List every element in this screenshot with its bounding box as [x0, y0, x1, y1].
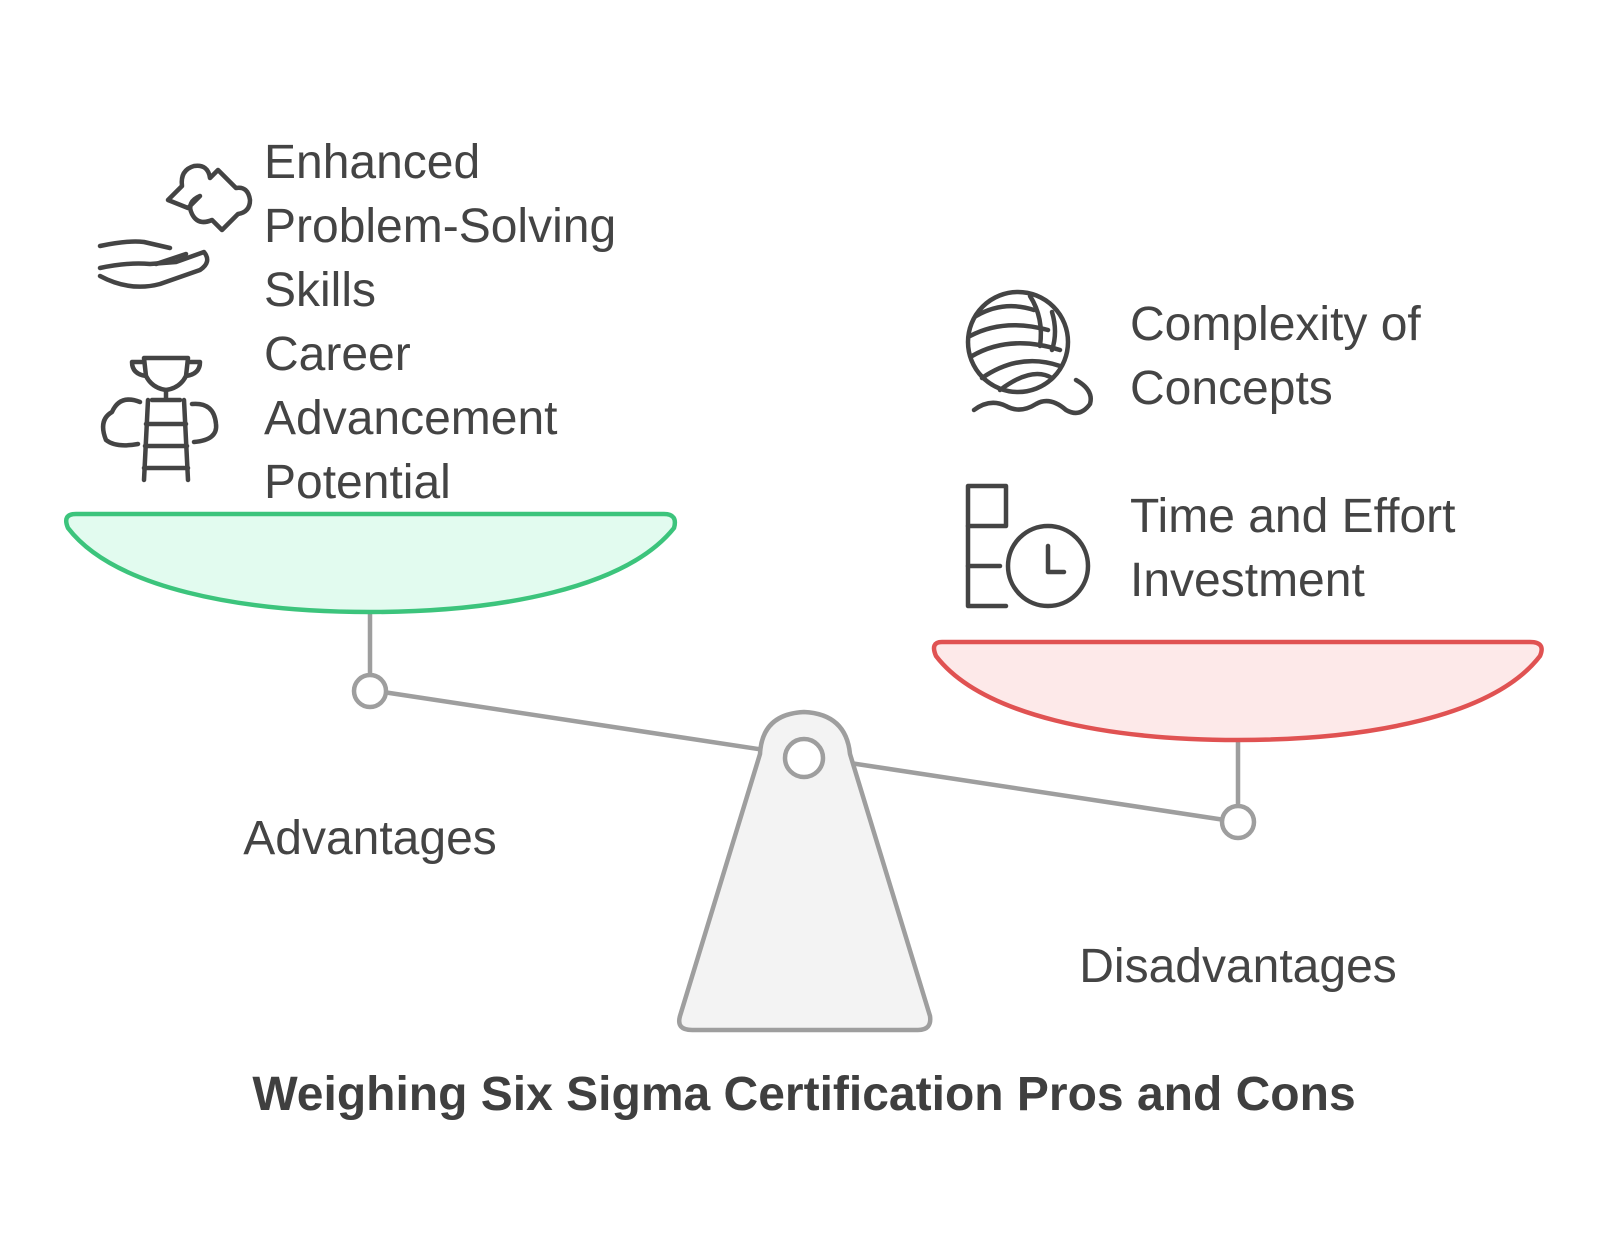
advantage-item-career: Career Advancement Potential	[100, 328, 571, 509]
disadvantage-item-time: Time and Effort Investment	[965, 483, 1469, 609]
disadvantages-label: Disadvantages	[1079, 940, 1397, 993]
advantage-item-text: Enhanced Problem-Solving Skills	[264, 136, 630, 317]
disadvantages-pan	[931, 639, 1544, 743]
disadvantage-item-complexity: Complexity of Concepts	[965, 289, 1434, 416]
trophy-ladder-icon	[100, 355, 219, 483]
scale-fulcrum	[677, 709, 933, 1033]
left-hanger-joint	[351, 672, 389, 710]
puzzle-hand-icon	[97, 163, 253, 289]
diagram-title: Weighing Six Sigma Certification Pros an…	[252, 1068, 1355, 1121]
right-hanger-joint	[1219, 803, 1257, 841]
fulcrum-pivot	[782, 736, 826, 780]
clock-blocks-icon	[965, 483, 1091, 609]
advantages-pan	[64, 511, 678, 615]
yarn-ball-icon	[965, 289, 1093, 416]
advantage-item-problem-solving: Enhanced Problem-Solving Skills	[97, 136, 630, 317]
disadvantage-item-text: Time and Effort Investment	[1130, 490, 1469, 607]
advantages-label: Advantages	[243, 812, 497, 865]
disadvantage-item-text: Complexity of Concepts	[1130, 298, 1434, 415]
advantage-item-text: Career Advancement Potential	[264, 328, 571, 509]
